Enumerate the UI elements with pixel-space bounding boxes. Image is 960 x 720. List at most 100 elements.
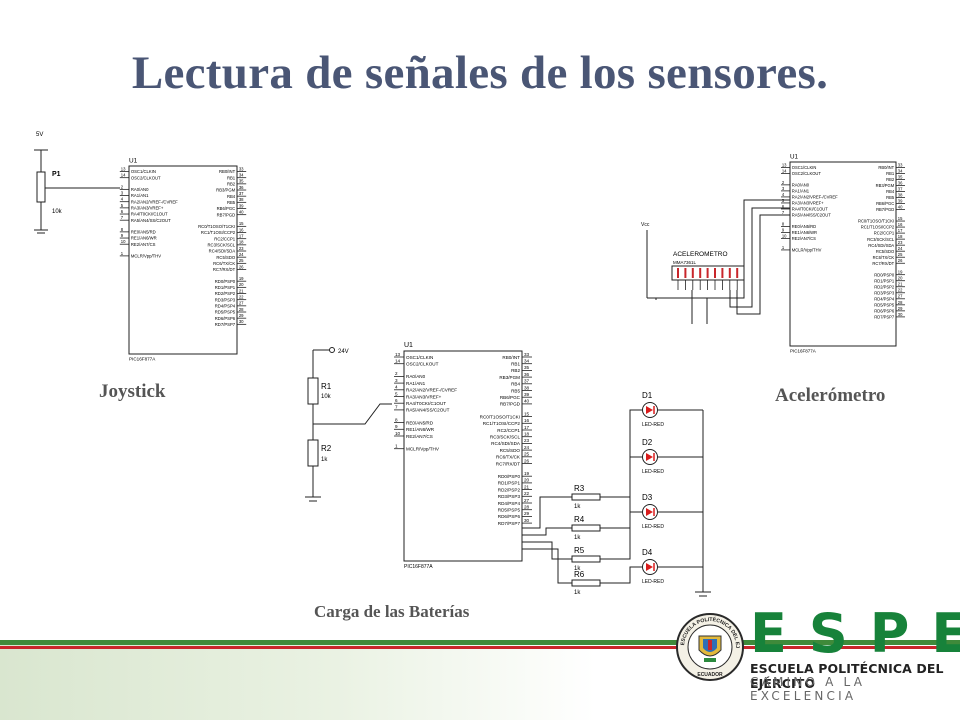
joystick-pin-number: 25 [239, 258, 244, 263]
accelerometer-module-label: ACELEROMETRO [673, 251, 728, 258]
accelerometer-pin-number: 21 [898, 282, 903, 287]
battery-pin-name: RB7/PGD [500, 402, 521, 407]
battery-pin-number: 5 [395, 391, 398, 396]
battery-pin-name: RB2 [511, 368, 520, 373]
battery-pic-label: U1 [404, 342, 413, 349]
joystick-pin-name: MCLR/Vpp/THV [131, 254, 161, 259]
accelerometer-pin-name: OSC2/CLKOUT [792, 171, 822, 176]
accelerometer-pin-name: RB1 [886, 171, 895, 176]
joystick-potentiometer [36, 171, 46, 203]
battery-pin-number: 17 [524, 425, 530, 430]
joystick-pin-name: RD3/PSP3 [215, 297, 236, 302]
accelerometer-pin-number: 36 [898, 180, 903, 185]
d2-label: D2 [642, 438, 653, 447]
battery-pin-name: RB1 [511, 362, 520, 367]
accelerometer-pin-name: RE1/AN6/WR [792, 230, 817, 235]
battery-pin-name: RA5/AN4/SS/C2OUT [406, 408, 450, 413]
joystick-pin-number: 1 [121, 251, 124, 256]
accelerometer-pin-name: RD1/PSP1 [874, 278, 895, 283]
accelerometer-pin-number: 13 [782, 162, 787, 167]
accelerometer-pin-name: RD4/PSP4 [874, 296, 895, 301]
joystick-pin-name: RC2/CCP1 [214, 236, 236, 241]
accelerometer-pin-name: RC6/TX/CK [873, 255, 895, 260]
battery-caption: Carga de las Baterías [314, 602, 470, 621]
accelerometer-pin-name: RD0/PSP0 [874, 272, 895, 277]
accelerometer-pin-marker [677, 268, 679, 278]
accelerometer-pin-number: 7 [782, 210, 785, 215]
joystick-pin-number: 26 [239, 264, 244, 269]
joystick-pin-name: RA5/AN4/SS/C2OUT [131, 218, 171, 223]
accelerometer-pin-name: RC2/CCP1 [874, 231, 895, 236]
joystick-pin-number: 35 [239, 179, 244, 184]
battery-pin-number: 29 [524, 511, 530, 516]
accelerometer-pin-number: 29 [898, 306, 903, 311]
accelerometer-pin-name: RC7/RX/DT [872, 261, 894, 266]
footer-green-stripe [0, 640, 960, 645]
battery-pin-name: RC5/SDO [500, 448, 521, 453]
accelerometer-pin-name: RB3/PGM [876, 183, 895, 188]
accelerometer-pin-number: 38 [898, 192, 903, 197]
joystick-pin-number: 18 [239, 240, 244, 245]
joystick-pin-name: RB2 [227, 182, 236, 187]
accelerometer-pin-name: RB4 [886, 189, 895, 194]
accelerometer-pin-number: 23 [898, 240, 903, 245]
joystick-schematic: 5V P1 10k U1PIC16F877A13OSC1/CLKIN14OSC2… [34, 132, 247, 361]
r4-resistor [571, 524, 601, 532]
joystick-pin-number: 3 [121, 190, 124, 195]
r6-label: R6 [574, 570, 585, 579]
accelerometer-pin-number: 20 [898, 276, 903, 281]
joystick-pin-number: 16 [239, 227, 244, 232]
joystick-pin-number: 4 [121, 197, 124, 202]
joystick-pin-number: 15 [239, 221, 244, 226]
joystick-pin-name: OSC1/CLKIN [131, 169, 156, 174]
joystick-pin-number: 24 [239, 252, 244, 257]
battery-output-network: R31kD1LED-REDR41kD2LED-REDR51kD3LED-REDR… [522, 391, 711, 597]
battery-pin-number: 39 [524, 392, 530, 397]
joystick-pic: U1PIC16F877A13OSC1/CLKIN14OSC2/CLKOUT2RA… [119, 157, 247, 361]
accelerometer-pin-number: 25 [898, 252, 903, 257]
r3-label: R3 [574, 484, 585, 493]
d2-type: LED-RED [642, 469, 664, 475]
battery-pin-name: RC1/T1OSI/CCP2 [483, 421, 521, 426]
joystick-pin-number: 28 [239, 307, 244, 312]
schematics: 5V P1 10k U1PIC16F877A13OSC1/CLKIN14OSC2… [34, 132, 905, 597]
battery-pin-number: 24 [524, 445, 530, 450]
r3-resistor [571, 493, 601, 501]
r3-value: 1k [574, 504, 581, 510]
joystick-pin-name: RB1 [227, 175, 236, 180]
accelerometer-pin-number: 24 [898, 246, 903, 251]
joystick-pin-name: RD2/PSP2 [215, 291, 236, 296]
d3-type: LED-RED [642, 524, 664, 530]
battery-pin-name: RC2/CCP1 [497, 428, 520, 433]
r5-resistor [571, 555, 601, 563]
joystick-pin-number: 38 [239, 197, 244, 202]
joystick-pin-name: RC6/TX/CK [213, 261, 235, 266]
r2-label: R2 [321, 444, 332, 453]
battery-pin-name: RB0/INT [502, 355, 520, 360]
accelerometer-pin-name: RB0/INT [878, 165, 894, 170]
r4-label: R4 [574, 515, 585, 524]
joystick-pin-name: RC7/RX/DT [213, 267, 236, 272]
battery-pin-number: 8 [395, 417, 398, 422]
accelerometer-pin-number: 2 [782, 180, 785, 185]
joystick-pin-number: 30 [239, 319, 244, 324]
joystick-pin-number: 23 [239, 246, 244, 251]
joystick-pin-name: OSC2/CLKOUT [131, 175, 161, 180]
accelerometer-pin-name: RB2 [886, 177, 895, 182]
joystick-pin-name: RA0/AN0 [131, 187, 149, 192]
accelerometer-pin-name: RB5 [886, 195, 895, 200]
battery-pin-name: RD0/PSP0 [498, 474, 521, 479]
battery-pin-number: 13 [395, 352, 401, 357]
battery-pin-number: 3 [395, 378, 398, 383]
battery-pin-number: 2 [395, 371, 398, 376]
joystick-pin-name: RD5/PSP5 [215, 310, 236, 315]
battery-pin-name: RA2/AN2/VREF-/CVREF [406, 388, 457, 393]
battery-pin-number: 30 [524, 518, 530, 523]
joystick-pin-name: RC4/SDI/SDA [209, 249, 236, 254]
slide-title: Lectura de señales de los sensores. [131, 47, 829, 99]
d2-led-symbol [646, 453, 653, 461]
battery-pin-number: 34 [524, 359, 530, 364]
joystick-caption: Joystick [99, 381, 166, 402]
battery-pin-name: RD5/PSP5 [498, 508, 521, 513]
